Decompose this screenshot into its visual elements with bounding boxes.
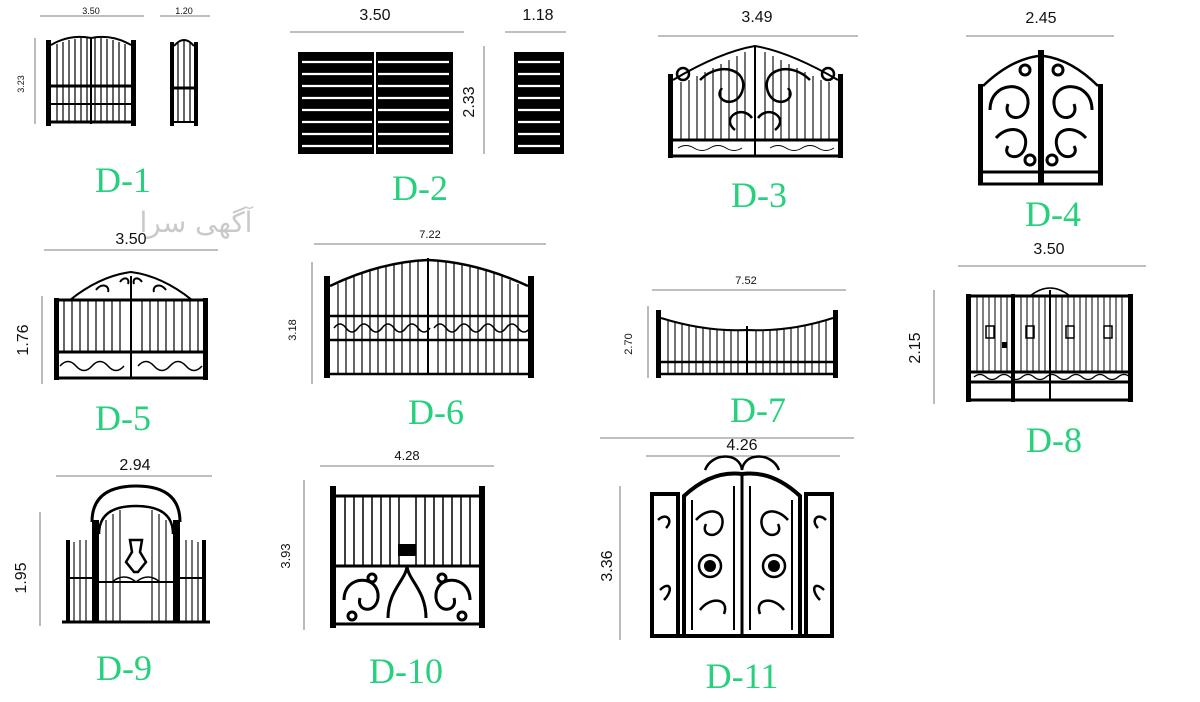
gate-d1: 3.50 1.20 3.23 D-1	[16, 6, 210, 200]
gate-d10-drawing	[303, 465, 494, 630]
gate-d9: 2.94 1.95 D-9	[13, 457, 212, 688]
gate-d9-drawing	[39, 475, 212, 626]
gate-d6-caption: D-6	[408, 392, 464, 432]
gate-d1-drawing	[34, 15, 210, 126]
gate-d8: 3.50 2.15 D-8	[907, 241, 1146, 460]
gate-d1-caption: D-1	[95, 160, 151, 200]
gate-d6-drawing	[311, 243, 546, 384]
gate-d1-dim-2: 1.20	[175, 6, 193, 16]
gate-d8-drawing	[933, 265, 1146, 404]
gate-d11-dim-2: 3.36	[599, 550, 616, 581]
gate-d2-dim-1: 3.50	[359, 7, 390, 24]
gate-d6: 7.22 3.18 D-6	[287, 229, 546, 432]
gate-d3: 3.49 D-3	[658, 9, 858, 215]
gate-d5-dim-1: 3.50	[115, 231, 146, 248]
gate-d9-dim-2: 1.95	[13, 562, 30, 593]
gate-d4-drawing	[966, 35, 1114, 186]
gate-d10-dim-2: 3.93	[278, 543, 293, 568]
gate-d3-caption: D-3	[731, 175, 787, 215]
gate-d2: 3.50 1.18 2.33 D-2	[290, 7, 566, 208]
gate-d2-drawing	[290, 31, 566, 154]
gate-d5-caption: D-5	[95, 398, 151, 438]
gate-d6-dim-2: 3.18	[287, 319, 299, 340]
gate-d5-drawing	[41, 249, 218, 384]
gate-d9-caption: D-9	[96, 648, 152, 688]
gate-d8-dim-2: 2.15	[907, 332, 924, 363]
gate-d4: 2.45 D-4	[966, 10, 1114, 234]
gate-d1-dim-3: 3.23	[16, 75, 26, 93]
gate-d2-dim-2: 1.18	[522, 7, 553, 24]
gate-d9-dim-1: 2.94	[119, 457, 150, 474]
gate-d11: 4.26 3.36 D-11	[599, 437, 854, 696]
gate-d2-dim-3: 2.33	[461, 86, 478, 117]
gate-d10-caption: D-10	[369, 651, 443, 691]
gate-d11-dim-1: 4.26	[726, 437, 757, 454]
gate-d10: 4.28 3.93 D-10	[278, 448, 494, 691]
gate-d5-dim-2: 1.76	[15, 324, 32, 355]
gate-d7-drawing	[647, 289, 846, 378]
gate-d11-caption: D-11	[706, 656, 779, 696]
gate-d10-dim-1: 4.28	[394, 448, 419, 463]
gate-d4-caption: D-4	[1025, 194, 1081, 234]
gate-d1-dim-1: 3.50	[82, 6, 100, 16]
gate-d11-drawing	[600, 437, 854, 640]
gate-d7-dim-1: 7.52	[735, 275, 756, 287]
gate-d7-dim-2: 2.70	[623, 333, 635, 354]
gate-d5: 3.50 1.76 D-5	[15, 231, 218, 438]
gate-d8-dim-1: 3.50	[1033, 241, 1064, 258]
gate-d4-dim-1: 2.45	[1025, 10, 1056, 27]
gate-d2-caption: D-2	[392, 168, 448, 208]
gate-d7: 7.52 2.70 D-7	[623, 275, 846, 430]
gate-d6-dim-1: 7.22	[419, 229, 440, 241]
gate-d3-dim-1: 3.49	[741, 9, 772, 26]
gate-d7-caption: D-7	[730, 390, 786, 430]
gate-d8-caption: D-8	[1026, 420, 1082, 460]
watermark-text: آگهی سرا	[140, 206, 254, 239]
gate-d3-drawing	[658, 35, 858, 158]
